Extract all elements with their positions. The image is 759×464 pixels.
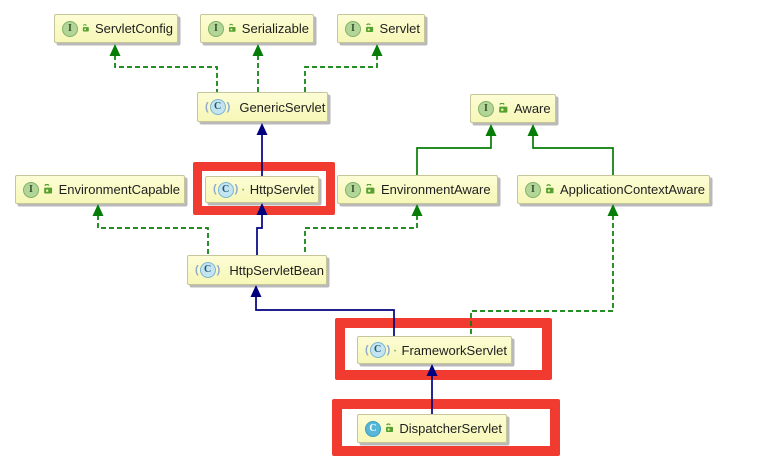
interface-letter: I xyxy=(478,100,494,117)
highlight-FrameworkServlet xyxy=(335,318,552,380)
node-label: Aware xyxy=(514,101,551,116)
node-label: Serializable xyxy=(241,21,309,36)
paren-open: ( xyxy=(365,343,369,356)
arrowhead-implements xyxy=(371,44,383,56)
interface-letter: I xyxy=(62,20,78,37)
interface-icon: I xyxy=(23,181,39,198)
arrowhead-extends xyxy=(527,124,539,136)
interface-icon: I xyxy=(208,20,224,37)
key-icon xyxy=(44,184,53,194)
node-label: DispatcherServlet xyxy=(399,421,502,436)
key-icon xyxy=(366,23,374,33)
class-letter: C xyxy=(365,420,381,437)
key-icon xyxy=(499,103,508,113)
node-FrameworkServlet[interactable]: (C) FrameworkServlet xyxy=(357,336,512,364)
paren-close: ) xyxy=(386,343,391,356)
class-letter: C xyxy=(217,181,234,198)
key-icon xyxy=(82,24,89,32)
key-icon xyxy=(394,348,397,351)
key-icon xyxy=(366,184,375,194)
class-letter: C xyxy=(369,342,386,358)
node-Servlet[interactable]: I Servlet xyxy=(337,14,425,43)
key-icon xyxy=(242,188,245,191)
arrowhead-implements xyxy=(92,204,104,216)
node-Aware[interactable]: I Aware xyxy=(470,94,556,123)
paren-open: ( xyxy=(195,263,199,276)
edge-FrameworkServlet-ApplicationContextAware xyxy=(470,204,619,336)
arrowhead-extends xyxy=(256,123,268,135)
interface-letter: I xyxy=(525,181,541,198)
arrowhead-extends xyxy=(485,124,497,136)
interface-letter: I xyxy=(345,20,361,37)
node-EnvironmentAware[interactable]: I EnvironmentAware xyxy=(337,175,498,204)
interface-icon: I xyxy=(525,181,541,198)
arrowhead-implements xyxy=(607,204,619,216)
node-HttpServletBean[interactable]: (C) HttpServletBean xyxy=(187,255,327,285)
edge-ApplicationContextAware-Aware xyxy=(527,124,614,175)
edge-EnvironmentAware-Aware xyxy=(416,124,497,175)
interface-icon: I xyxy=(345,181,361,198)
edge-HttpServletBean-EnvironmentCapable xyxy=(92,204,209,255)
node-EnvironmentCapable[interactable]: I EnvironmentCapable xyxy=(15,175,185,204)
interface-icon: I xyxy=(345,20,361,37)
node-label: EnvironmentCapable xyxy=(58,182,180,197)
interface-letter: I xyxy=(345,181,361,198)
interface-letter: I xyxy=(208,20,224,37)
class-icon: (C) xyxy=(195,262,220,278)
node-label: GenericServlet xyxy=(239,99,326,115)
interface-letter: I xyxy=(23,181,39,198)
paren-open: ( xyxy=(205,100,209,113)
node-Serializable[interactable]: I Serializable xyxy=(200,14,314,43)
arrowhead-implements xyxy=(252,44,264,56)
class-icon: C xyxy=(365,420,381,437)
highlight-DispatcherServlet xyxy=(332,399,560,456)
class-icon: (C) xyxy=(365,342,390,358)
arrowhead-implements xyxy=(109,44,121,56)
node-ApplicationContextAware[interactable]: I ApplicationContextAware xyxy=(517,175,710,204)
interface-icon: I xyxy=(62,20,78,37)
class-letter: C xyxy=(209,99,226,115)
interface-icon: I xyxy=(478,100,494,117)
edge-GenericServlet-Servlet xyxy=(304,44,383,92)
node-DispatcherServlet[interactable]: C DispatcherServlet xyxy=(357,414,507,443)
paren-close: ) xyxy=(226,100,231,113)
node-label: ServletConfig xyxy=(94,21,173,36)
key-icon xyxy=(546,184,554,194)
node-label: HttpServletBean xyxy=(229,262,325,278)
arrowhead-implements xyxy=(411,204,423,216)
edge-GenericServlet-ServletConfig xyxy=(109,44,218,92)
key-icon xyxy=(228,23,236,32)
node-HttpServlet[interactable]: (C) HttpServlet xyxy=(205,176,319,203)
node-label: HttpServlet xyxy=(249,182,314,197)
node-label: EnvironmentAware xyxy=(381,182,491,197)
node-ServletConfig[interactable]: I ServletConfig xyxy=(54,14,178,43)
node-GenericServlet[interactable]: (C) GenericServlet xyxy=(197,92,328,122)
arrowhead-extends xyxy=(250,285,262,297)
paren-close: ) xyxy=(216,263,221,276)
paren-open: ( xyxy=(213,183,217,195)
class-letter: C xyxy=(199,262,216,278)
class-icon: (C) xyxy=(205,99,230,115)
node-label: FrameworkServlet xyxy=(401,342,507,358)
node-label: ApplicationContextAware xyxy=(559,182,705,197)
class-icon: (C) xyxy=(213,181,239,198)
edge-GenericServlet-Serializable xyxy=(252,44,264,92)
key-icon xyxy=(386,423,394,433)
paren-close: ) xyxy=(234,183,239,195)
node-label: Servlet xyxy=(379,21,420,36)
